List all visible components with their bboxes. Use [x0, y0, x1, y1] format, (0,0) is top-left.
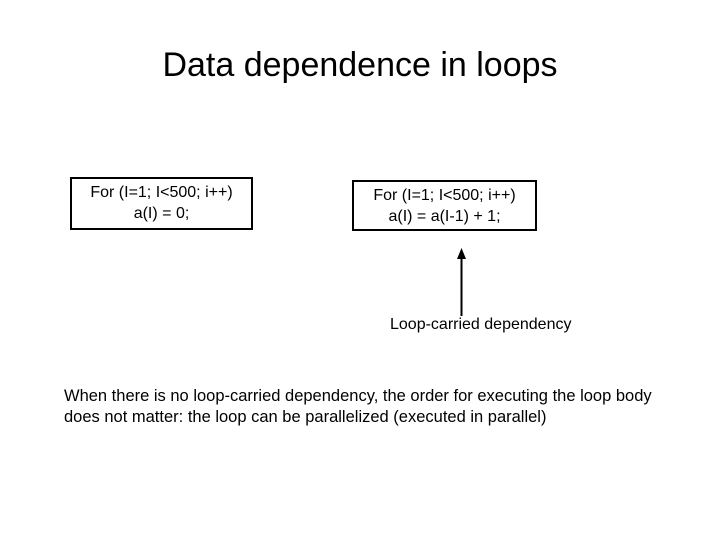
page-title: Data dependence in loops: [162, 46, 558, 84]
explanation-paragraph: When there is no loop-carried dependency…: [64, 387, 652, 426]
code-line: For (I=1; I<500; i++): [373, 187, 516, 204]
loop-carried-dependency-label: Loop-carried dependency: [390, 316, 572, 333]
code-line: For (I=1; I<500; i++): [90, 184, 233, 201]
up-arrow-icon: [457, 248, 466, 316]
code-box-loop-carried-dependency: For (I=1; I<500; i++) a(I) = a(I-1) + 1;: [352, 180, 537, 231]
code-box-no-dependency: For (I=1; I<500; i++) a(I) = 0;: [70, 177, 253, 230]
code-line: a(I) = a(I-1) + 1;: [388, 208, 501, 225]
code-line: a(I) = 0;: [133, 205, 190, 222]
